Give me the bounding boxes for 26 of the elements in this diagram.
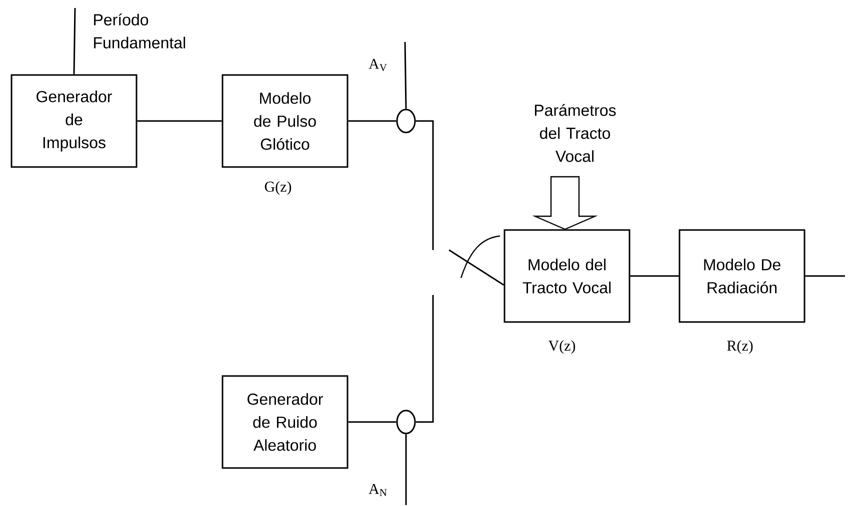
gain-label: A$_{V}$ [368, 58, 387, 72]
connector-line [348, 120, 396, 122]
transfer-function-label: G(z) [264, 181, 292, 195]
transfer-function-label: R(z) [727, 340, 753, 354]
connector-line [805, 275, 845, 277]
summing-circle [396, 108, 416, 134]
connector-line [137, 120, 222, 122]
block-box: Generador de Impulsos [10, 74, 138, 168]
parameter-text: Parámetros del Tracto Vocal [534, 104, 616, 162]
connector-line [405, 434, 407, 505]
block-box: Modelo De Radiación [678, 229, 806, 323]
summing-circle [396, 410, 416, 434]
connector-line [416, 120, 434, 250]
connector-line [73, 8, 76, 74]
connector-line [404, 42, 407, 109]
switch-arm [448, 249, 504, 286]
block-arrow [532, 176, 598, 230]
period-label: Período Fundamental [94, 14, 186, 48]
block-box: Generador de Ruido Aleatorio [222, 375, 348, 469]
transfer-function-label: V(z) [548, 340, 576, 354]
gain-label: A$_{N}$ [368, 484, 387, 496]
block-box: Modelo del Tracto Vocal [504, 229, 630, 323]
connector-line [416, 295, 434, 423]
connector-line [348, 421, 396, 423]
connector-line [630, 275, 679, 277]
block-box: Modelo de Pulso Glótico [222, 74, 348, 168]
